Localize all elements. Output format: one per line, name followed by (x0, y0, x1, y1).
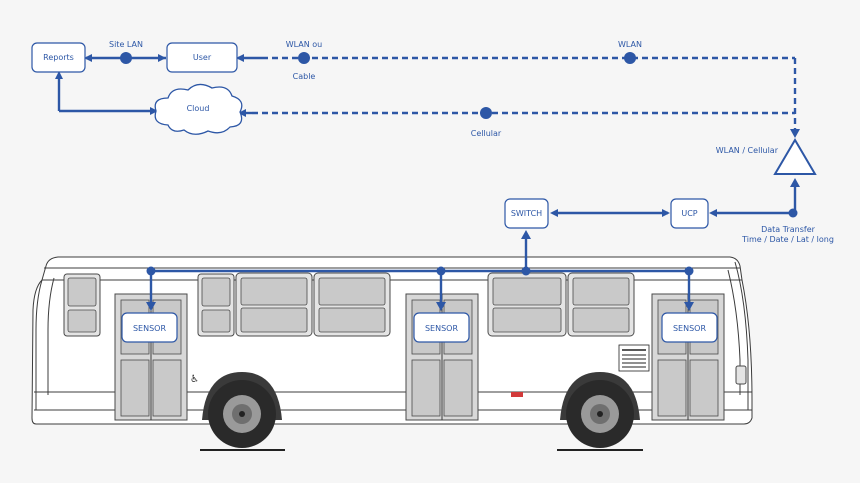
sensor-label: SENSOR (425, 324, 458, 333)
arrow-head-up (521, 230, 531, 239)
site-lan-label: Site LAN (109, 40, 143, 49)
rear-wheel (566, 380, 634, 448)
front-wheel (208, 380, 276, 448)
data-transfer-label: Data Transfer (761, 225, 816, 234)
arrow-head-left (709, 209, 717, 217)
wlan-label: WLAN (618, 40, 642, 49)
wlan-cable-node-dot (298, 52, 310, 64)
ucp-node[interactable]: UCP (670, 198, 709, 229)
cellular-node-dot (480, 107, 492, 119)
ucp-label: UCP (681, 209, 697, 218)
switch-node[interactable]: SWITCH (504, 198, 549, 229)
user-label: User (193, 53, 212, 62)
arrow-head-up (790, 178, 800, 187)
data-fields-label: Time / Date / Lat / long (741, 235, 834, 244)
bus-illustration: ♿ (31, 256, 753, 451)
arrow-head-left (236, 54, 244, 62)
svg-text:♿: ♿ (190, 374, 199, 385)
arrow-head-left (84, 54, 92, 62)
wlan-node-dot (624, 52, 636, 64)
cable-label: Cable (293, 72, 316, 81)
arrow-head-right (150, 107, 158, 115)
sensor-node-1[interactable]: SENSOR (121, 312, 178, 343)
reports-label: Reports (43, 53, 74, 62)
wlan-cellular-label: WLAN / Cellular (716, 146, 779, 155)
antenna-triangle-icon (773, 138, 817, 175)
site-lan-node-dot (120, 52, 132, 64)
cellular-label: Cellular (471, 129, 502, 138)
wlan-ou-label: WLAN ou (286, 40, 323, 49)
arrow-head-left (238, 109, 246, 117)
arrow-head-right (662, 209, 670, 217)
switch-label: SWITCH (511, 209, 542, 218)
cloud-node[interactable]: Cloud (154, 83, 243, 135)
sensor-node-2[interactable]: SENSOR (413, 312, 470, 343)
cloud-label: Cloud (187, 104, 210, 113)
reports-node[interactable]: Reports (31, 42, 86, 73)
user-node[interactable]: User (166, 42, 238, 73)
cloud-icon (154, 83, 243, 135)
sensor-label: SENSOR (673, 324, 706, 333)
arrow-head-right (158, 54, 166, 62)
arrow-head-left (550, 209, 558, 217)
sensor-label: SENSOR (133, 324, 166, 333)
sensor-node-3[interactable]: SENSOR (661, 312, 718, 343)
arrow-head-up (55, 71, 63, 79)
arrow-head-down (790, 129, 800, 138)
